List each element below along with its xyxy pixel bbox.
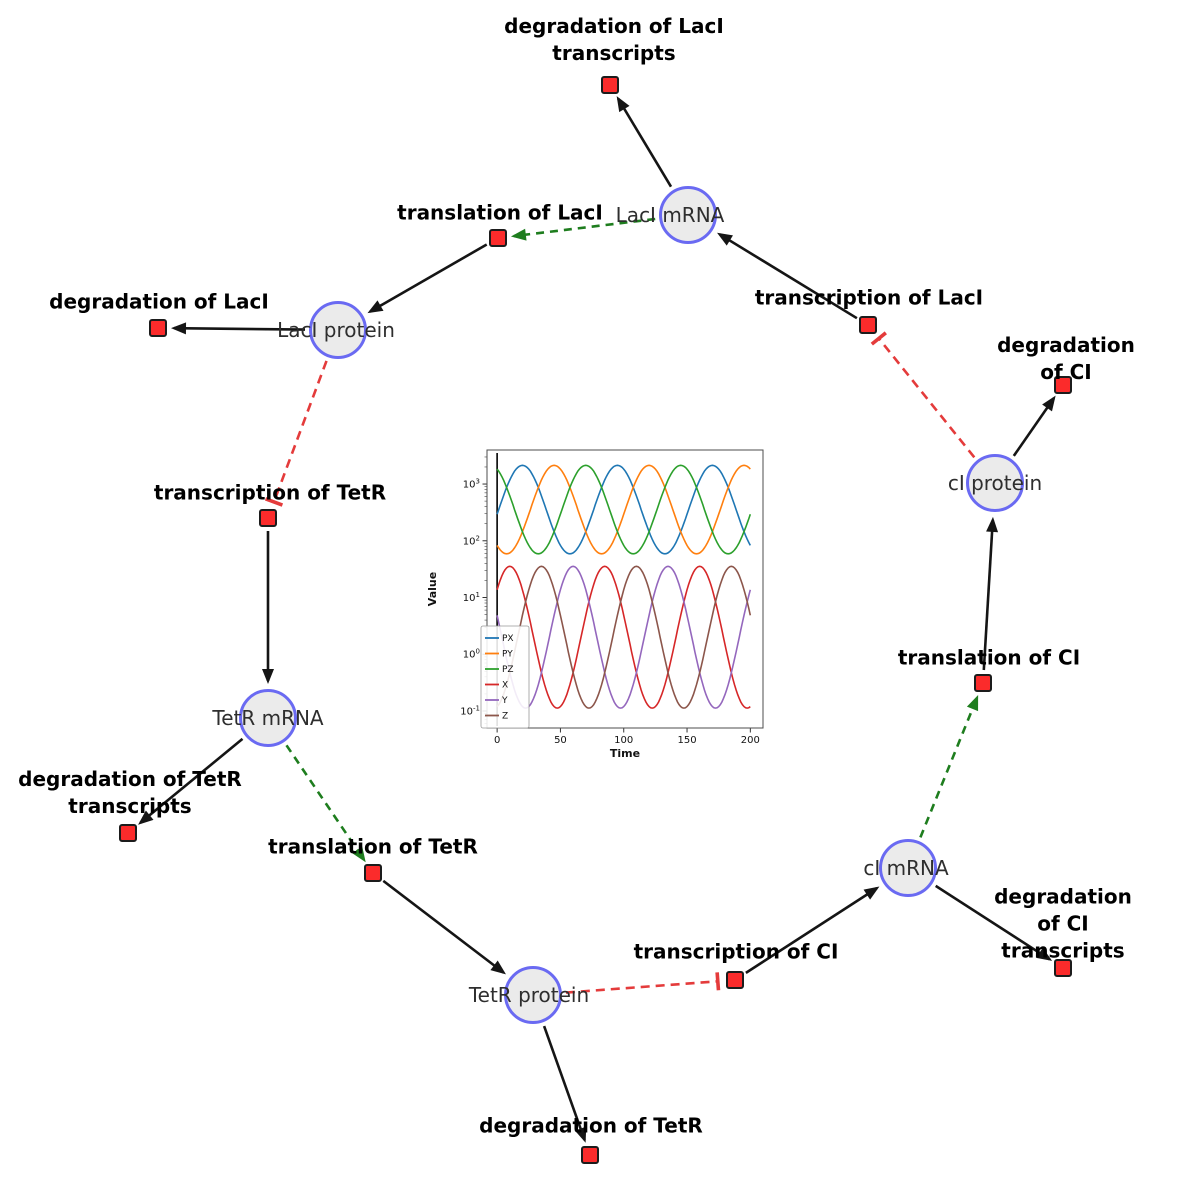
legend-box xyxy=(480,625,530,729)
x-tick-label: 100 xyxy=(614,735,633,746)
legend-label: PY xyxy=(502,650,513,660)
edge-inhibition-tetr_protein-to-txn_ci xyxy=(565,972,721,994)
legend-label: PZ xyxy=(502,665,514,675)
x-tick-label: 150 xyxy=(677,735,696,746)
species-node-tetr_protein[interactable] xyxy=(504,966,562,1024)
species-label-laci_protein: LacI protein xyxy=(277,318,395,342)
edge-production-txn_ci-to-ci_mrna xyxy=(745,886,880,974)
edge-production-transl_ci-to-ci_protein xyxy=(982,516,999,671)
reaction-node-deg_ci[interactable] xyxy=(1054,376,1072,394)
species-label-tetr_protein: TetR protein xyxy=(468,983,590,1007)
reaction-node-txn_tetr[interactable] xyxy=(259,509,277,527)
reaction-node-txn_ci[interactable] xyxy=(726,971,744,989)
species-label-laci_mrna: LacI mRNA xyxy=(615,203,725,227)
series-line-X xyxy=(496,565,751,709)
species-label-tetr_mrna: TetR mRNA xyxy=(212,706,324,730)
legend-label: Z xyxy=(502,712,508,722)
edge-consumption-tetr_protein-to-deg_tetr xyxy=(542,1025,587,1143)
reaction-node-deg_ci_tx[interactable] xyxy=(1054,959,1072,977)
edge-consumption-ci_mrna-to-deg_ci_tx xyxy=(934,884,1053,961)
plot-area xyxy=(487,450,763,728)
reaction-node-deg_laci_tx[interactable] xyxy=(601,76,619,94)
legend-label: Y xyxy=(501,696,508,706)
x-tick-label: 50 xyxy=(554,735,567,746)
edge-modifier-ci_mrna-to-transl_ci xyxy=(919,695,979,838)
y-tick-label: 10-1 xyxy=(460,704,480,717)
reaction-label-deg_ci_tx: degradation of CI transcripts xyxy=(994,884,1132,963)
reaction-label-deg_laci_tx: degradation of LacI transcripts xyxy=(504,14,724,65)
series-line-Y xyxy=(496,565,752,709)
species-node-ci_protein[interactable] xyxy=(966,454,1024,512)
edge-inhibition-ci_protein-to-txn_laci xyxy=(870,331,976,459)
reaction-label-txn_laci: transcription of LacI xyxy=(754,285,984,310)
x-tick-label: 0 xyxy=(494,735,500,746)
species-node-laci_protein[interactable] xyxy=(309,301,367,359)
edge-consumption-laci_protein-to-deg_laci xyxy=(171,322,306,335)
reaction-label-deg_ci: degradation of CI xyxy=(997,333,1135,384)
reaction-node-deg_laci[interactable] xyxy=(149,319,167,337)
edge-production-transl_laci-to-laci_protein xyxy=(367,243,488,314)
species-node-ci_mrna[interactable] xyxy=(879,839,937,897)
legend-label: X xyxy=(502,681,508,691)
edge-consumption-tetr_mrna-to-deg_tetr_tx xyxy=(138,737,244,825)
series-line-PX xyxy=(496,464,752,555)
series-line-Z xyxy=(496,565,752,709)
y-axis-label: Value xyxy=(427,572,439,606)
edge-production-transl_tetr-to-tetr_protein xyxy=(382,879,506,975)
y-tick-label: 103 xyxy=(463,478,480,491)
reaction-node-transl_laci[interactable] xyxy=(489,229,507,247)
edge-production-txn_laci-to-laci_mrna xyxy=(717,232,858,320)
reaction-node-deg_tetr[interactable] xyxy=(581,1146,599,1164)
y-tick-label: 100 xyxy=(463,648,480,661)
y-tick-label: 101 xyxy=(463,591,480,604)
x-axis-label: Time xyxy=(610,747,640,760)
plot-border xyxy=(486,449,764,729)
species-node-laci_mrna[interactable] xyxy=(659,186,717,244)
reaction-label-transl_tetr: translation of TetR xyxy=(268,834,478,859)
reaction-label-transl_ci: translation of CI xyxy=(897,645,1081,670)
edge-modifier-laci_mrna-to-transl_laci xyxy=(510,217,656,241)
reaction-label-txn_ci: transcription of CI xyxy=(633,939,839,964)
edge-modifier-tetr_mrna-to-transl_tetr xyxy=(285,744,366,863)
reaction-label-txn_tetr: transcription of TetR xyxy=(153,480,387,505)
reaction-label-deg_laci: degradation of LacI xyxy=(49,289,269,314)
reaction-label-transl_laci: translation of LacI xyxy=(397,200,603,225)
reaction-node-txn_laci[interactable] xyxy=(859,316,877,334)
species-label-ci_protein: cI protein xyxy=(947,471,1043,495)
species-label-ci_mrna: cI mRNA xyxy=(863,856,949,880)
reaction-label-deg_tetr_tx: degradation of TetR transcripts xyxy=(18,767,242,818)
reaction-label-deg_tetr: degradation of TetR xyxy=(479,1113,703,1138)
edge-consumption-laci_mrna-to-deg_laci_tx xyxy=(616,96,673,188)
series-line-PY xyxy=(496,464,751,555)
reaction-node-transl_tetr[interactable] xyxy=(364,864,382,882)
legend-label: PX xyxy=(502,634,514,644)
x-tick-label: 200 xyxy=(741,735,760,746)
reaction-node-transl_ci[interactable] xyxy=(974,674,992,692)
edge-consumption-ci_protein-to-deg_ci xyxy=(1012,395,1056,457)
reaction-node-deg_tetr_tx[interactable] xyxy=(119,824,137,842)
edge-inhibition-laci_protein-to-txn_tetr xyxy=(264,360,328,507)
y-tick-label: 102 xyxy=(463,534,480,547)
species-node-tetr_mrna[interactable] xyxy=(239,689,297,747)
series-line-PZ xyxy=(496,464,752,555)
